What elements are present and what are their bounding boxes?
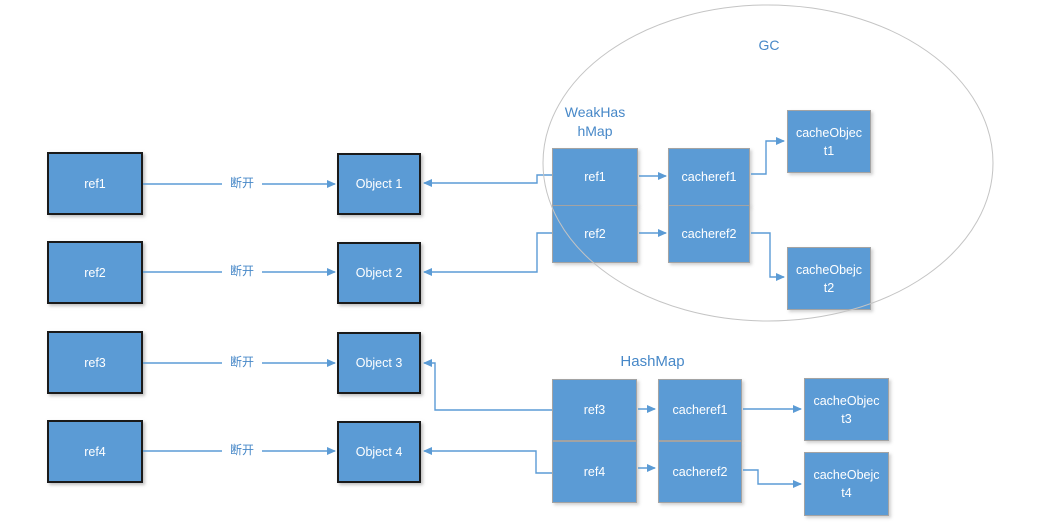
arrow-hashref4-to-object4 [423, 447, 552, 474]
disconnect-label-1: 断开 [222, 175, 262, 192]
box-label: ref4 [84, 444, 106, 459]
weak-cacheref-box-1: cacheref1 [668, 148, 750, 206]
hashmap-label: HashMap [620, 353, 685, 370]
arrow-cacheref2-to-cacheobject2 [751, 232, 785, 281]
box-label-line2: t1 [823, 143, 835, 158]
box-label: ref1 [584, 170, 606, 184]
arrow-weakref2-to-object2 [423, 232, 552, 276]
weak-cacheobject-box-2: cacheObejc t2 [787, 247, 871, 310]
object-box-1: Object 1 [337, 153, 421, 215]
object-box-3: Object 3 [337, 332, 421, 394]
box-label: cacheref2 [672, 465, 728, 479]
hash-cacheref-box-1: cacheref1 [658, 379, 742, 441]
arrow-weakref1-to-object1 [423, 174, 552, 187]
stack-ref-box-1: ref1 [47, 152, 143, 215]
disconnect-label-4: 断开 [222, 442, 262, 459]
stack-ref-box-2: ref2 [47, 241, 143, 304]
arrow-cacheref2-to-cacheobject4 [743, 469, 802, 488]
weak-cacheobject-box-1: cacheObjec t1 [787, 110, 871, 173]
box-label: ref3 [583, 403, 606, 417]
object-box-4: Object 4 [337, 421, 421, 483]
hash-cacheref-box-2: cacheref2 [658, 441, 742, 503]
box-label: cacheref1 [672, 403, 728, 417]
box-label: ref1 [84, 176, 106, 191]
gc-label: GC [758, 37, 780, 53]
box-label: cacheref1 [681, 170, 737, 184]
box-label: ref2 [584, 227, 606, 241]
object-box-2: Object 2 [337, 242, 421, 304]
box-label: ref2 [84, 265, 106, 280]
box-label: Object 1 [355, 177, 403, 191]
box-label-line2: t3 [841, 411, 852, 426]
box-label-line1: cacheObjec [813, 393, 880, 408]
weak-ref-box-2: ref2 [552, 205, 638, 263]
weak-cacheref-box-2: cacheref2 [668, 205, 750, 263]
box-label: ref4 [583, 465, 606, 479]
stack-ref-box-4: ref4 [47, 420, 143, 483]
weakhashmap-label-line1: WeakHas [564, 104, 626, 120]
weakhashmap-label: WeakHas hMap [545, 103, 645, 141]
box-label: ref3 [84, 355, 106, 370]
disconnect-label-3: 断开 [222, 354, 262, 371]
hash-cacheobject-box-2: cacheObejc t4 [804, 452, 889, 516]
arrow-hashref3-to-object3 [423, 359, 552, 411]
box-label: Object 3 [355, 356, 403, 370]
box-label: cacheref2 [681, 227, 737, 241]
box-label: Object 4 [355, 445, 403, 459]
box-label: Object 2 [355, 266, 403, 280]
disconnect-label-2: 断开 [222, 263, 262, 280]
arrow-cacheref1-to-cacheobject1 [751, 137, 785, 175]
hash-ref-box-2: ref4 [552, 441, 637, 503]
box-label-line2: t2 [823, 280, 835, 295]
hash-ref-box-1: ref3 [552, 379, 637, 441]
box-label-line1: cacheObjec [795, 125, 862, 140]
box-label-line1: cacheObejc [795, 262, 862, 277]
weakhashmap-label-line2: hMap [577, 123, 613, 139]
stack-ref-box-3: ref3 [47, 331, 143, 394]
box-label-line1: cacheObejc [813, 468, 880, 482]
box-label-line2: t4 [841, 486, 852, 500]
weak-ref-box-1: ref1 [552, 148, 638, 206]
hash-cacheobject-box-1: cacheObjec t3 [804, 378, 889, 441]
